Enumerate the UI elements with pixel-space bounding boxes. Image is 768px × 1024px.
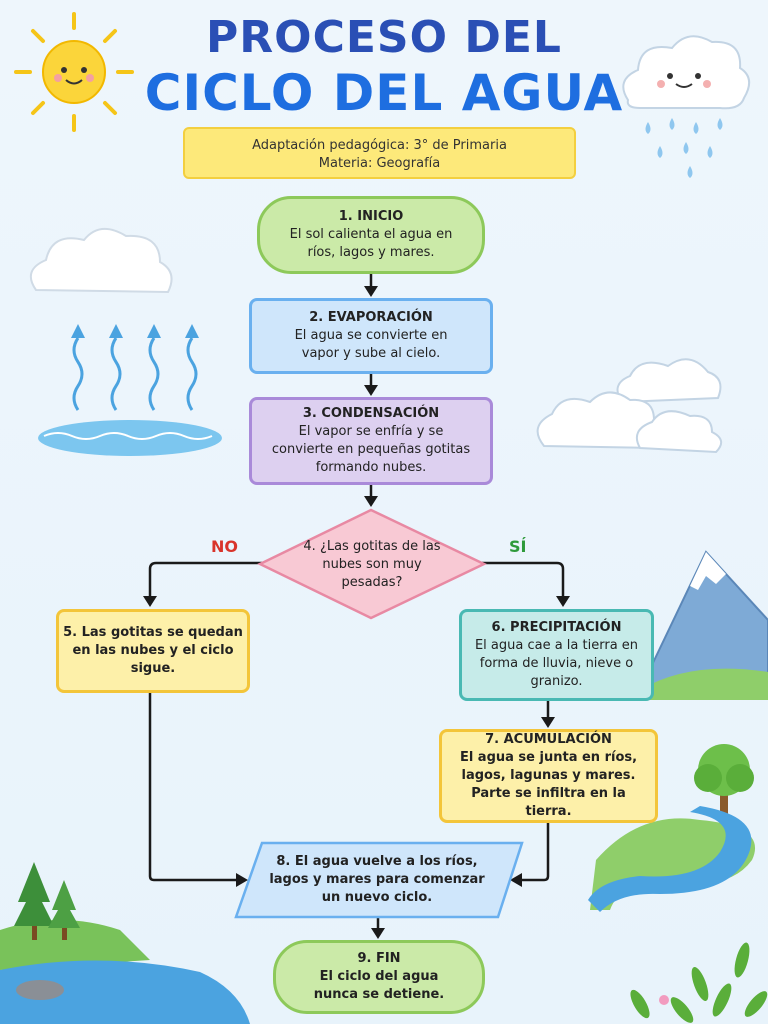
branch-no-label: NO <box>211 537 238 556</box>
node-condensation: 3. CONDENSACIÓN El vapor se enfría y se … <box>249 397 493 485</box>
mountain-icon <box>638 550 768 700</box>
sun-icon <box>14 12 134 132</box>
subtitle-box: Adaptación pedagógica: 3° de Primaria Ma… <box>183 127 576 179</box>
branch-yes-label: SÍ <box>509 537 527 556</box>
node-accumulation-title: 7. ACUMULACIÓN <box>485 732 612 747</box>
subtitle-subject: Materia: Geografía <box>318 156 441 171</box>
cloud-icon <box>536 358 723 454</box>
node-decision-text: 4. ¿Las gotitas de las nubes son muy pes… <box>303 539 441 590</box>
node-precipitation-text: El agua cae a la tierra en forma de lluv… <box>474 638 639 689</box>
node-evaporation: 2. EVAPORACIÓN El agua se convierte en v… <box>249 298 493 374</box>
node-start-text: El sol calienta el agua en ríos, lagos y… <box>289 227 453 260</box>
page-title-line1: PROCESO DEL <box>206 12 562 63</box>
node-end: 9. FIN El ciclo del agua nunca se detien… <box>273 940 485 1014</box>
node-precipitation: 6. PRECIPITACIÓN El agua cae a la tierra… <box>459 609 654 701</box>
subtitle-grade: Adaptación pedagógica: 3° de Primaria <box>252 138 507 153</box>
node-evaporation-title: 2. EVAPORACIÓN <box>309 310 433 325</box>
node-end-title: 9. FIN <box>357 951 401 966</box>
decision-diamond <box>257 508 487 620</box>
node-start-title: 1. INICIO <box>338 209 404 224</box>
node-stay-in-clouds: 5. Las gotitas se quedan en las nubes y … <box>56 609 250 693</box>
rain-cloud-icon <box>622 35 751 178</box>
node-accumulation-text: El agua se junta en ríos, lagos, lagunas… <box>459 750 638 819</box>
node-condensation-title: 3. CONDENSACIÓN <box>302 406 440 421</box>
flow-arrowheads <box>143 286 570 939</box>
node-start: 1. INICIO El sol calienta el agua en río… <box>257 196 485 274</box>
node-condensation-text: El vapor se enfría y se convierte en peq… <box>271 424 471 475</box>
node-end-text: El ciclo del agua nunca se detiene. <box>313 969 445 1002</box>
node-accumulation: 7. ACUMULACIÓN El agua se junta en ríos,… <box>439 729 658 823</box>
plant-icon <box>630 942 768 1023</box>
cloud-icon <box>29 228 173 294</box>
pine-trees-icon <box>0 862 250 1024</box>
node-evaporation-text: El agua se convierte en vapor y sube al … <box>294 328 448 361</box>
steam-waves-icon <box>38 324 222 456</box>
node-precipitation-title: 6. PRECIPITACIÓN <box>491 620 622 635</box>
page-title-line2: CICLO DEL AGUA <box>144 64 624 122</box>
node-stay-in-clouds-text: 5. Las gotitas se quedan en las nubes y … <box>63 625 243 676</box>
output-parallelogram <box>234 841 524 919</box>
tree-icon <box>694 744 754 814</box>
river-icon <box>588 806 756 912</box>
node-return-text: 8. El agua vuelve a los ríos, lagos y ma… <box>269 854 485 905</box>
